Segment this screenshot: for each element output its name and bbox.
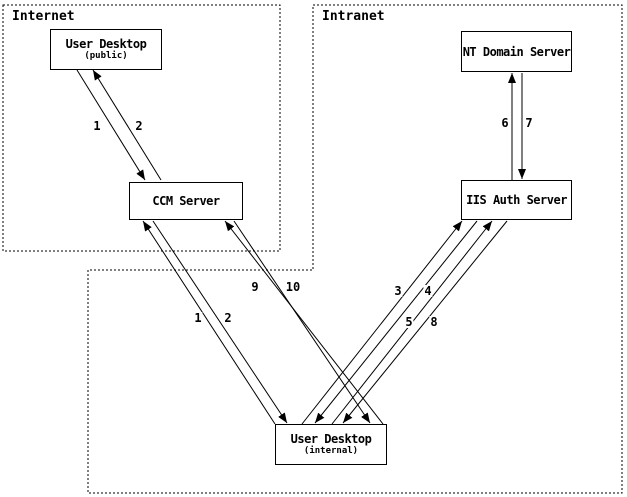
intranet-zone-label: Intranet: [322, 9, 385, 24]
arrow-9-udinternal-to-ccm: [224, 220, 384, 425]
node-iis-auth-server: IIS Auth Server: [461, 180, 572, 220]
arrow-10-ccm-to-udinternal: [233, 220, 371, 424]
node-title: User Desktop: [65, 37, 147, 51]
arrow-3-udinternal-to-iis: [301, 220, 463, 425]
node-title: User Desktop: [290, 432, 372, 446]
node-user-desktop-internal: User Desktop (internal): [275, 424, 387, 465]
edge-label-1-public: 1: [92, 119, 102, 133]
internet-zone-label: Internet: [12, 9, 75, 24]
edge-label-2-public: 2: [134, 119, 144, 133]
arrow-1-udpublic-to-ccm: [76, 69, 146, 181]
arrow-8-iis-to-udinternal: [342, 220, 508, 424]
edge-label-9: 9: [250, 280, 260, 294]
edge-label-6: 6: [500, 116, 510, 130]
arrow-1-udinternal-to-ccm: [142, 220, 276, 425]
edge-label-2-internal: 2: [223, 311, 233, 325]
edge-label-3: 3: [393, 284, 403, 298]
arrow-2-ccm-to-udinternal: [152, 220, 288, 424]
intranet-zone-border: [87, 4, 623, 494]
internet-zone-border: [2, 4, 281, 252]
arrow-4-iis-to-udinternal: [314, 220, 478, 424]
edge-label-4: 4: [423, 284, 433, 298]
node-title: IIS Auth Server: [466, 193, 567, 207]
node-ccm-server: CCM Server: [129, 182, 243, 220]
arrow-2-ccm-to-udpublic: [92, 69, 162, 181]
edge-label-1-internal: 1: [193, 311, 203, 325]
node-user-desktop-public: User Desktop (public): [50, 29, 162, 70]
node-subtitle: (internal): [303, 446, 359, 456]
node-title: CCM Server: [152, 194, 220, 208]
node-subtitle: (public): [84, 51, 128, 61]
edge-label-5: 5: [404, 315, 414, 329]
node-title: NT Domain Server: [462, 44, 571, 59]
node-nt-domain-server: NT Domain Server: [461, 31, 572, 72]
edge-label-7: 7: [524, 116, 534, 130]
edge-label-10: 10: [284, 280, 302, 294]
edge-label-8: 8: [429, 315, 439, 329]
